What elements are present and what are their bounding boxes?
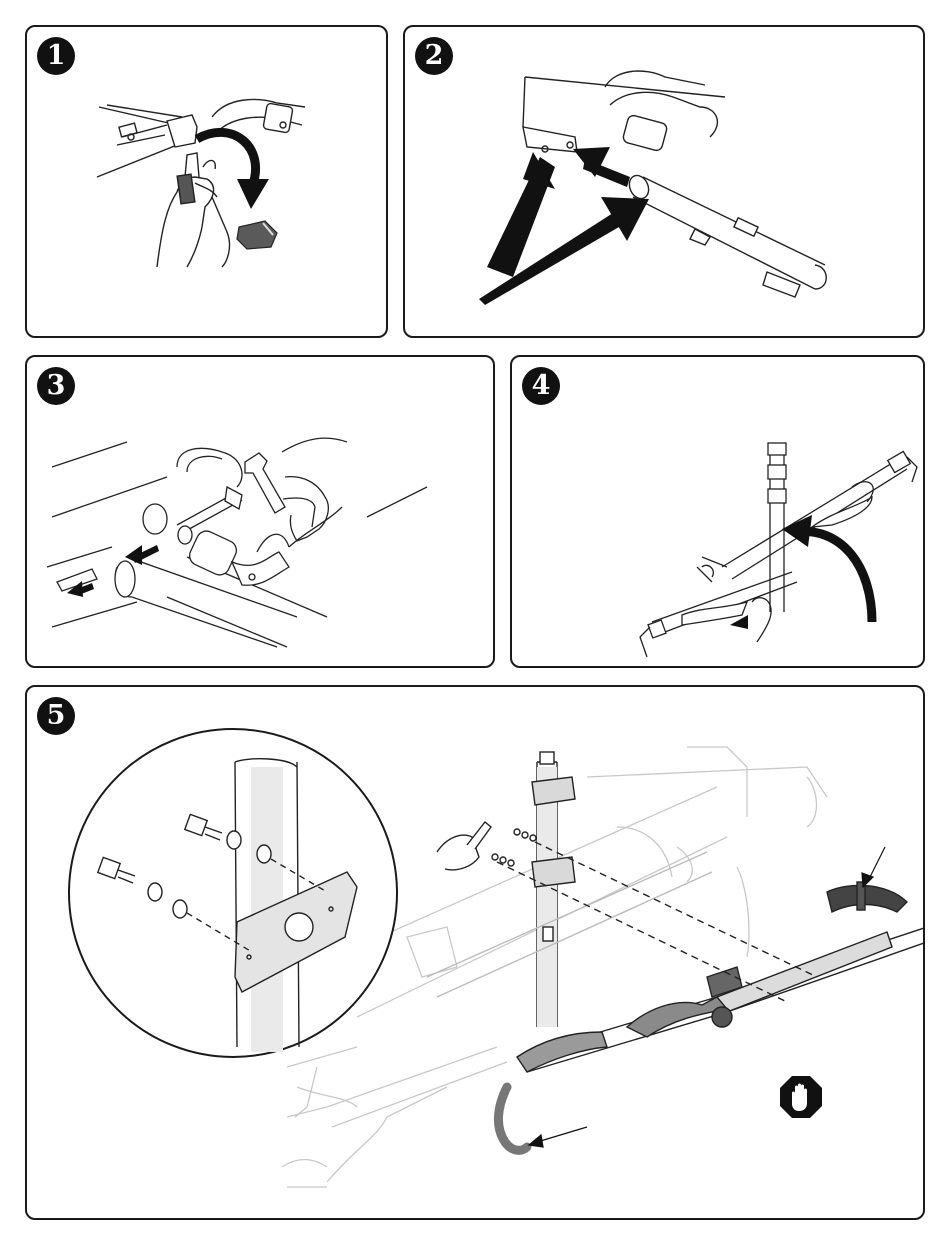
step-2-panel: 2 [403,25,925,338]
step-1-illustration [27,27,388,338]
main-rack-assembly [427,752,925,1150]
step-5-panel: 5 [25,685,925,1220]
step-1-panel: 1 [25,25,388,338]
step-4-illustration [512,357,925,668]
step-2-illustration [405,27,925,338]
step-3-illustration [27,357,495,668]
stop-hand-icon [779,1075,823,1119]
step-3-panel: 3 [25,355,495,668]
step-5-illustration [27,687,925,1220]
step-4-panel: 4 [510,355,925,668]
